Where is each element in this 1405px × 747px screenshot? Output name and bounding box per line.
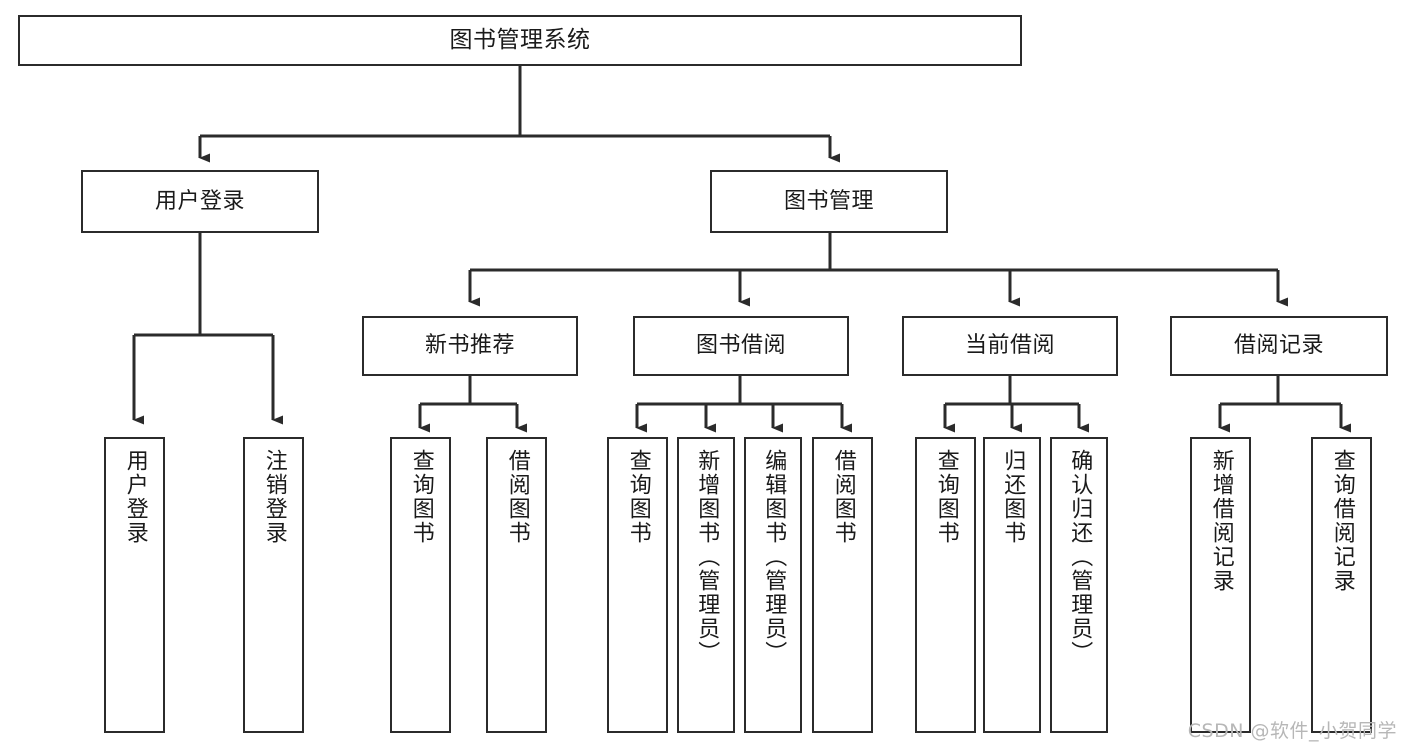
node-label: 归还图书 [1000, 449, 1026, 545]
node-label: 借阅图书 [830, 449, 856, 545]
node-new-book-recommend[interactable]: 新书推荐 [362, 316, 578, 376]
node-label: 借阅记录 [1233, 333, 1324, 359]
node-label: 新增借阅记录 [1208, 449, 1234, 593]
leaf-current-return-book[interactable]: 归还图书 [983, 437, 1041, 733]
leaf-borrow-edit-book-admin[interactable]: 编辑图书（管理员） [744, 437, 802, 733]
node-label: 新书推荐 [424, 333, 515, 359]
node-label: 用户登录 [154, 188, 245, 214]
leaf-borrow-query-book[interactable]: 查询图书 [607, 437, 668, 733]
node-label: 确认归还（管理员） [1067, 449, 1093, 665]
node-label: 注销登录 [261, 449, 287, 545]
watermark-text: CSDN @软件_小贺同学 [1187, 720, 1397, 742]
leaf-current-query-book[interactable]: 查询图书 [915, 437, 976, 733]
leaf-borrow-add-book-admin[interactable]: 新增图书（管理员） [677, 437, 735, 733]
node-label: 图书借阅 [695, 333, 786, 359]
leaf-borrow-borrow-book[interactable]: 借阅图书 [812, 437, 873, 733]
node-root-system[interactable]: 图书管理系统 [18, 15, 1022, 66]
node-book-management[interactable]: 图书管理 [710, 170, 948, 233]
node-label: 图书管理系统 [449, 26, 591, 53]
leaf-user-login-signin[interactable]: 用户登录 [104, 437, 165, 733]
node-label: 查询图书 [625, 449, 651, 545]
leaf-record-query-record[interactable]: 查询借阅记录 [1311, 437, 1372, 733]
node-label: 查询图书 [408, 449, 434, 545]
leaf-recommend-borrow-book[interactable]: 借阅图书 [486, 437, 547, 733]
node-book-borrow[interactable]: 图书借阅 [633, 316, 849, 376]
node-label: 编辑图书（管理员） [761, 449, 787, 665]
leaf-user-login-signout[interactable]: 注销登录 [243, 437, 304, 733]
leaf-current-confirm-return-admin[interactable]: 确认归还（管理员） [1050, 437, 1108, 733]
leaf-recommend-query-book[interactable]: 查询图书 [390, 437, 451, 733]
node-label: 查询图书 [933, 449, 959, 545]
node-current-borrow[interactable]: 当前借阅 [902, 316, 1118, 376]
leaf-record-add-record[interactable]: 新增借阅记录 [1190, 437, 1251, 733]
node-label: 用户登录 [122, 449, 148, 545]
node-label: 图书管理 [783, 188, 874, 214]
node-label: 借阅图书 [504, 449, 530, 545]
node-label: 查询借阅记录 [1329, 449, 1355, 593]
node-label: 当前借阅 [964, 333, 1055, 359]
node-label: 新增图书（管理员） [694, 449, 720, 665]
node-user-login[interactable]: 用户登录 [81, 170, 319, 233]
node-borrow-record[interactable]: 借阅记录 [1170, 316, 1388, 376]
